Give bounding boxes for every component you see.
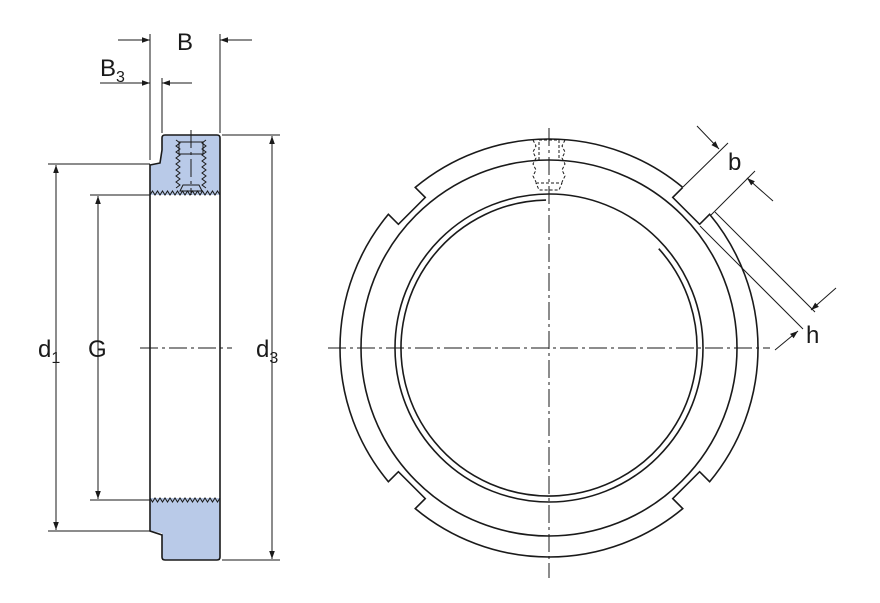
label-b: b (728, 149, 741, 176)
dim-h-arrow-bottom (774, 330, 799, 351)
front-view: b h (328, 125, 837, 578)
set-screw (175, 130, 207, 195)
dim-h-arrow-top (810, 287, 837, 311)
label-h: h (806, 322, 819, 349)
dim-b-arrow-bottom (746, 177, 774, 202)
side-section-view: B B3 d1 G d3 (38, 29, 280, 561)
label-G: G (88, 336, 107, 363)
thread-root-arc (400, 199, 698, 497)
section-top-fill (150, 135, 220, 195)
thread-bottom (149, 497, 221, 503)
outer-contour-with-slots (339, 138, 759, 558)
label-B3: B3 (100, 55, 125, 86)
label-d3: d3 (256, 336, 278, 367)
label-B: B (177, 29, 193, 56)
section-bottom-fill (150, 498, 220, 560)
dim-b-arrow-top (696, 125, 720, 150)
label-d1: d1 (38, 336, 60, 367)
nut-outline (149, 134, 221, 561)
thread-top (149, 190, 221, 196)
